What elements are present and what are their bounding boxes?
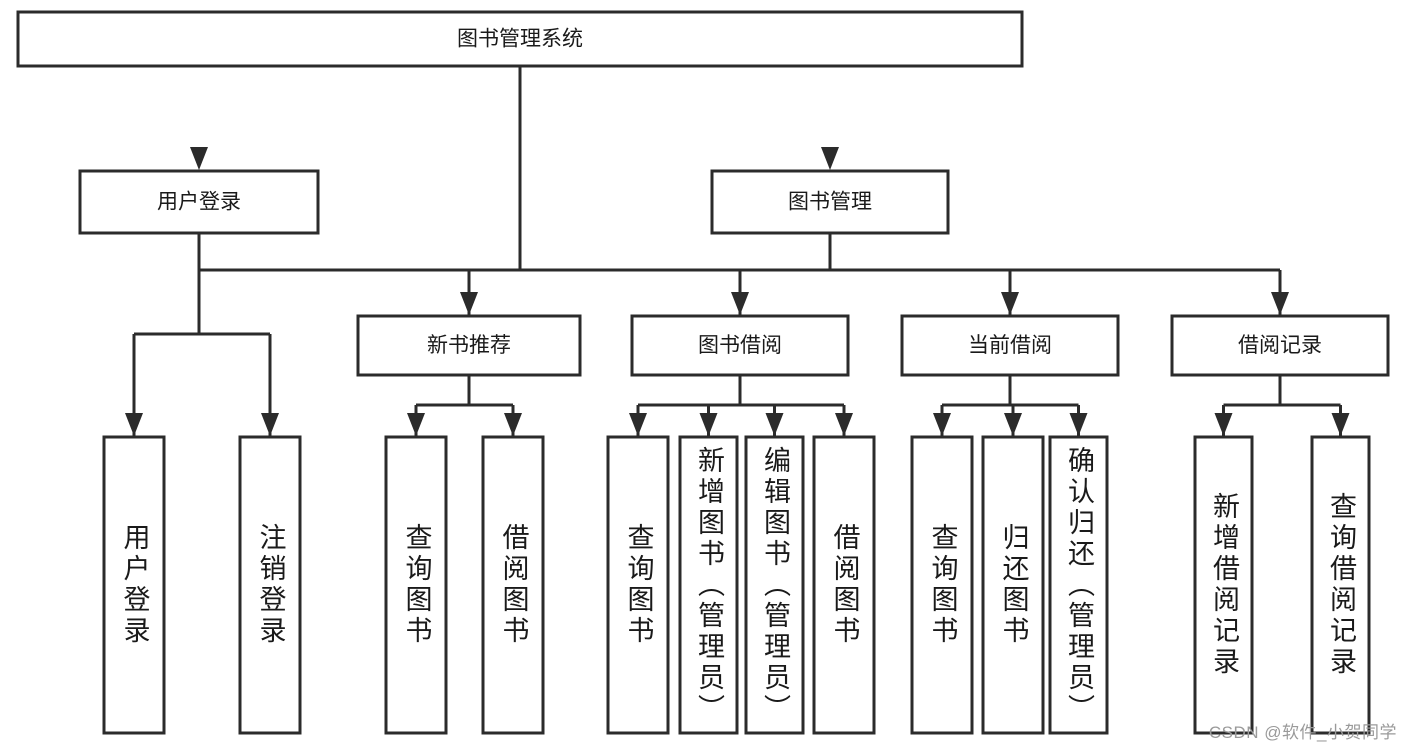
leaf-box-leaf-query-book-3 [910, 435, 974, 735]
arrow-head-icon [765, 413, 784, 436]
arrow-head-icon [1214, 413, 1233, 436]
arrow-head-icon [821, 147, 839, 170]
arrow-head-icon [1069, 413, 1088, 436]
leaf-box-leaf-borrow-book-2 [812, 435, 876, 735]
connector-links [125, 66, 1350, 436]
arrow-head-icon [1271, 292, 1289, 315]
arrow-head-icon [1331, 413, 1350, 436]
arrow-head-icon [125, 413, 143, 436]
node-box-user-login [78, 169, 320, 235]
node-label-book-manage: 图书管理 [788, 191, 872, 214]
leaf-box-leaf-query-book-1 [384, 435, 448, 735]
node-label-user-login: 用户登录 [157, 191, 241, 214]
arrow-head-icon [261, 413, 279, 436]
node-label-book-borrow: 图书借阅 [698, 334, 782, 357]
watermark-text: CSDN @软件_小贺同学 [1208, 723, 1397, 742]
arrow-head-icon [835, 413, 853, 436]
arrow-head-icon [731, 292, 749, 315]
arrow-head-icon [504, 413, 522, 436]
node-box-root [16, 10, 1024, 68]
node-box-borrow-record [1170, 314, 1390, 377]
node-box-current-borrow [900, 314, 1120, 377]
node-label-current-borrow: 当前借阅 [968, 334, 1052, 357]
arrow-head-icon [699, 413, 718, 436]
leaf-box-leaf-return-book [981, 435, 1045, 735]
node-box-book-manage [710, 169, 950, 235]
node-label-new-book-rec: 新书推荐 [427, 334, 511, 357]
arrow-head-icon [1004, 413, 1022, 436]
arrow-head-icon [629, 413, 647, 436]
node-boxes [16, 10, 1390, 735]
leaf-box-leaf-confirm-return [1048, 435, 1109, 735]
leaf-box-leaf-add-book [678, 435, 739, 735]
arrow-head-icon [933, 413, 951, 436]
leaf-box-leaf-query-book-2 [606, 435, 670, 735]
arrow-head-icon [190, 147, 208, 170]
node-box-book-borrow [630, 314, 850, 377]
node-box-new-book-rec [356, 314, 582, 377]
leaf-box-leaf-logout [238, 435, 302, 735]
leaf-box-leaf-query-record [1310, 435, 1371, 735]
leaf-box-leaf-edit-book [744, 435, 805, 735]
node-label-borrow-record: 借阅记录 [1238, 334, 1322, 357]
leaf-box-leaf-add-record [1193, 435, 1254, 735]
arrow-head-icon [460, 292, 478, 315]
leaf-box-leaf-user-login [102, 435, 166, 735]
arrow-head-icon [407, 413, 425, 436]
node-label-root: 图书管理系统 [457, 28, 583, 51]
arrow-head-icon [1001, 292, 1019, 315]
leaf-box-leaf-borrow-book-1 [481, 435, 545, 735]
